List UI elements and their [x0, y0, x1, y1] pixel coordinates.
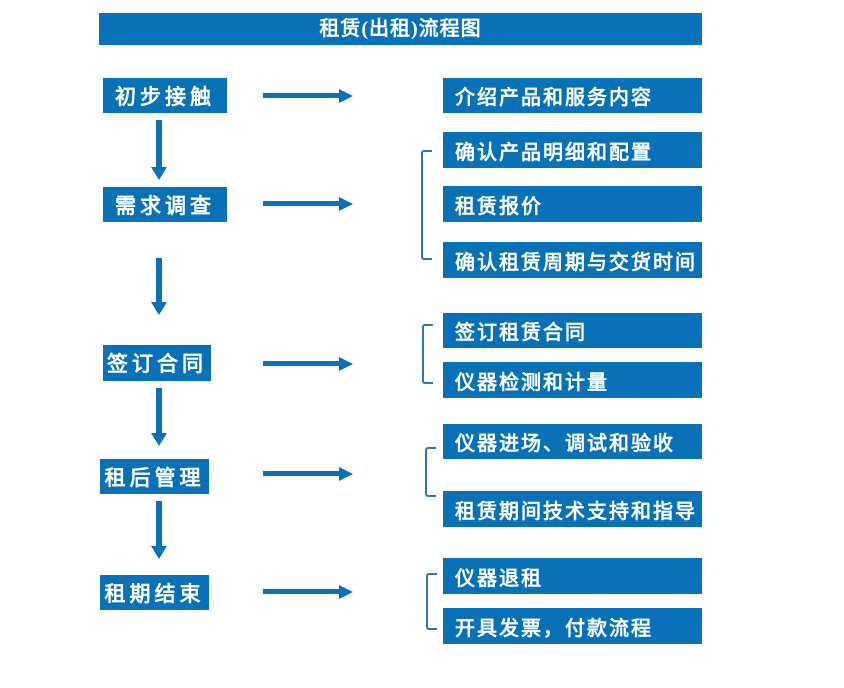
detail-box-confirm-product-details-config: 确认产品明细和配置 — [443, 132, 702, 168]
detail-box-instrument-inspection-metering: 仪器检测和计量 — [443, 362, 702, 398]
bracket-rental-end-group — [426, 573, 437, 630]
detail-box-intro-products-services: 介绍产品和服务内容 — [443, 78, 702, 113]
detail-box-rental-technical-support: 租赁期间技术支持和指导 — [443, 491, 702, 527]
down-arrow-4 — [156, 501, 162, 546]
step-box-demand-survey: 需求调查 — [103, 187, 227, 222]
bracket-post-rental-group — [425, 447, 436, 497]
detail-box-rental-quote: 租赁报价 — [443, 186, 702, 222]
down-arrow-2 — [156, 258, 162, 302]
detail-box-sign-rental-contract: 签订租赁合同 — [443, 313, 702, 348]
step-box-initial-contact: 初步接触 — [103, 78, 227, 113]
step-box-rental-end: 租期结束 — [100, 575, 209, 610]
detail-box-instrument-return: 仪器退租 — [443, 558, 702, 594]
right-arrow-1 — [263, 93, 339, 98]
right-arrow-5 — [263, 589, 339, 594]
detail-box-invoice-payment-process: 开具发票，付款流程 — [443, 608, 702, 644]
detail-box-instrument-arrival-debug-acceptance: 仪器进场、调试和验收 — [443, 424, 702, 459]
detail-box-confirm-rental-period-delivery: 确认租赁周期与交货时间 — [443, 242, 702, 278]
bracket-sign-contract-group — [422, 324, 433, 384]
down-arrow-3 — [156, 388, 162, 433]
right-arrow-4 — [263, 471, 339, 476]
right-arrow-2 — [263, 201, 339, 206]
right-arrow-3 — [263, 361, 339, 366]
step-box-post-rental-management: 租后管理 — [100, 459, 209, 494]
step-box-sign-contract: 签订合同 — [103, 345, 211, 381]
flowchart-title: 租赁(出租)流程图 — [99, 13, 702, 45]
bracket-demand-survey-group — [421, 150, 432, 260]
down-arrow-1 — [156, 120, 162, 167]
